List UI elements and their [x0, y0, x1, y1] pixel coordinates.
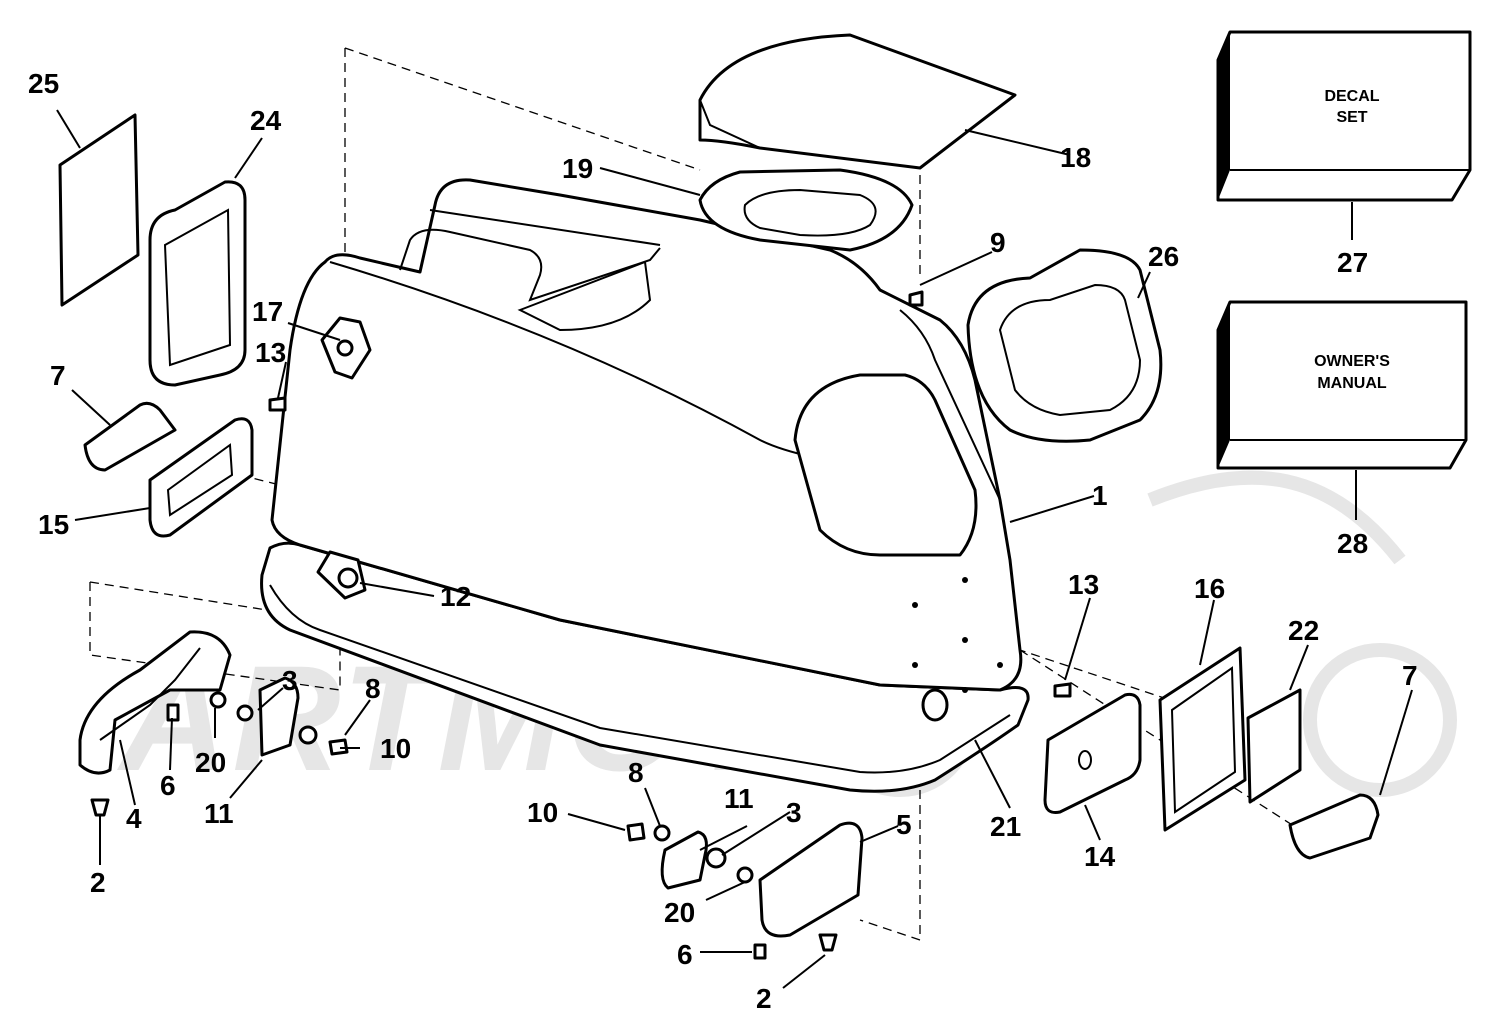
callout-11-left: 11: [204, 798, 234, 829]
bracket-part-11-left: [258, 676, 300, 757]
callout-27: 27: [1337, 247, 1368, 278]
callout-24: 24: [250, 105, 282, 136]
bracket-part-4: [78, 630, 232, 775]
ring-part-19: [698, 168, 914, 252]
callout-20-right: 20: [664, 897, 695, 928]
frame-part-24: [148, 180, 247, 387]
decal-set-label-line2: SET: [1336, 109, 1367, 126]
callout-5: 5: [896, 809, 912, 840]
decal-set-label-line1: DECAL: [1324, 88, 1379, 105]
bracket-part-5: [758, 821, 864, 938]
callout-7-right: 7: [1402, 660, 1418, 691]
callout-11-right: 11: [724, 783, 754, 814]
callout-22: 22: [1288, 615, 1319, 646]
callout-3-right: 3: [786, 797, 802, 828]
callout-3-left: 3: [282, 665, 298, 696]
callout-20-left: 20: [195, 747, 226, 778]
callout-4: 4: [126, 803, 142, 834]
callout-14: 14: [1084, 841, 1116, 872]
callout-13-right: 13: [1068, 569, 1099, 600]
leader-lines: [56, 109, 1413, 989]
knob-part-17: [320, 316, 372, 380]
callout-6-left: 6: [160, 770, 176, 801]
callout-18: 18: [1060, 142, 1091, 173]
callout-labels: 25 24 7 15 17 13 19 18 9 26 27 28 1 12 1…: [28, 68, 1418, 1014]
callout-8-left: 8: [365, 673, 381, 704]
callout-2-right: 2: [756, 983, 772, 1014]
window-part-26: [966, 248, 1163, 443]
plate-part-14: [1043, 693, 1142, 814]
owners-manual-label-line2: MANUAL: [1317, 375, 1387, 392]
decal-set-box: DECAL SET: [1216, 30, 1472, 202]
callout-1: 1: [1092, 480, 1108, 511]
callout-2-left: 2: [90, 867, 106, 898]
callout-6-right: 6: [677, 939, 693, 970]
callout-9: 9: [990, 227, 1006, 258]
bracket-part-15: [148, 417, 254, 538]
knob-part-12: [316, 550, 367, 600]
callout-8-right: 8: [628, 757, 644, 788]
callout-10-left: 10: [380, 733, 411, 764]
callout-28: 28: [1337, 528, 1368, 559]
owners-manual-label-line1: OWNER'S: [1314, 353, 1390, 370]
callout-19: 19: [562, 153, 593, 184]
callout-17: 17: [252, 296, 283, 327]
callout-25: 25: [28, 68, 59, 99]
callout-26: 26: [1148, 241, 1179, 272]
decal-part-22: [1246, 688, 1302, 804]
hardware-small-parts: [90, 290, 1072, 960]
bracket-part-11-right: [660, 830, 708, 890]
owners-manual-box: OWNER'S MANUAL: [1216, 300, 1468, 470]
engine-cover-cowl: [260, 178, 1030, 793]
handle-part-7-right: [1288, 793, 1380, 860]
callout-15: 15: [38, 509, 69, 540]
callout-12: 12: [440, 581, 471, 612]
callout-7-left: 7: [50, 360, 66, 391]
callout-10-right: 10: [527, 797, 558, 828]
callout-13-left: 13: [255, 337, 286, 368]
callout-16: 16: [1194, 573, 1225, 604]
decal-part-25: [58, 113, 140, 307]
handle-part-7-left: [83, 401, 177, 472]
callout-21: 21: [990, 811, 1021, 842]
top-cap-part-18: [698, 33, 1017, 170]
plate-part-16: [1158, 646, 1247, 832]
